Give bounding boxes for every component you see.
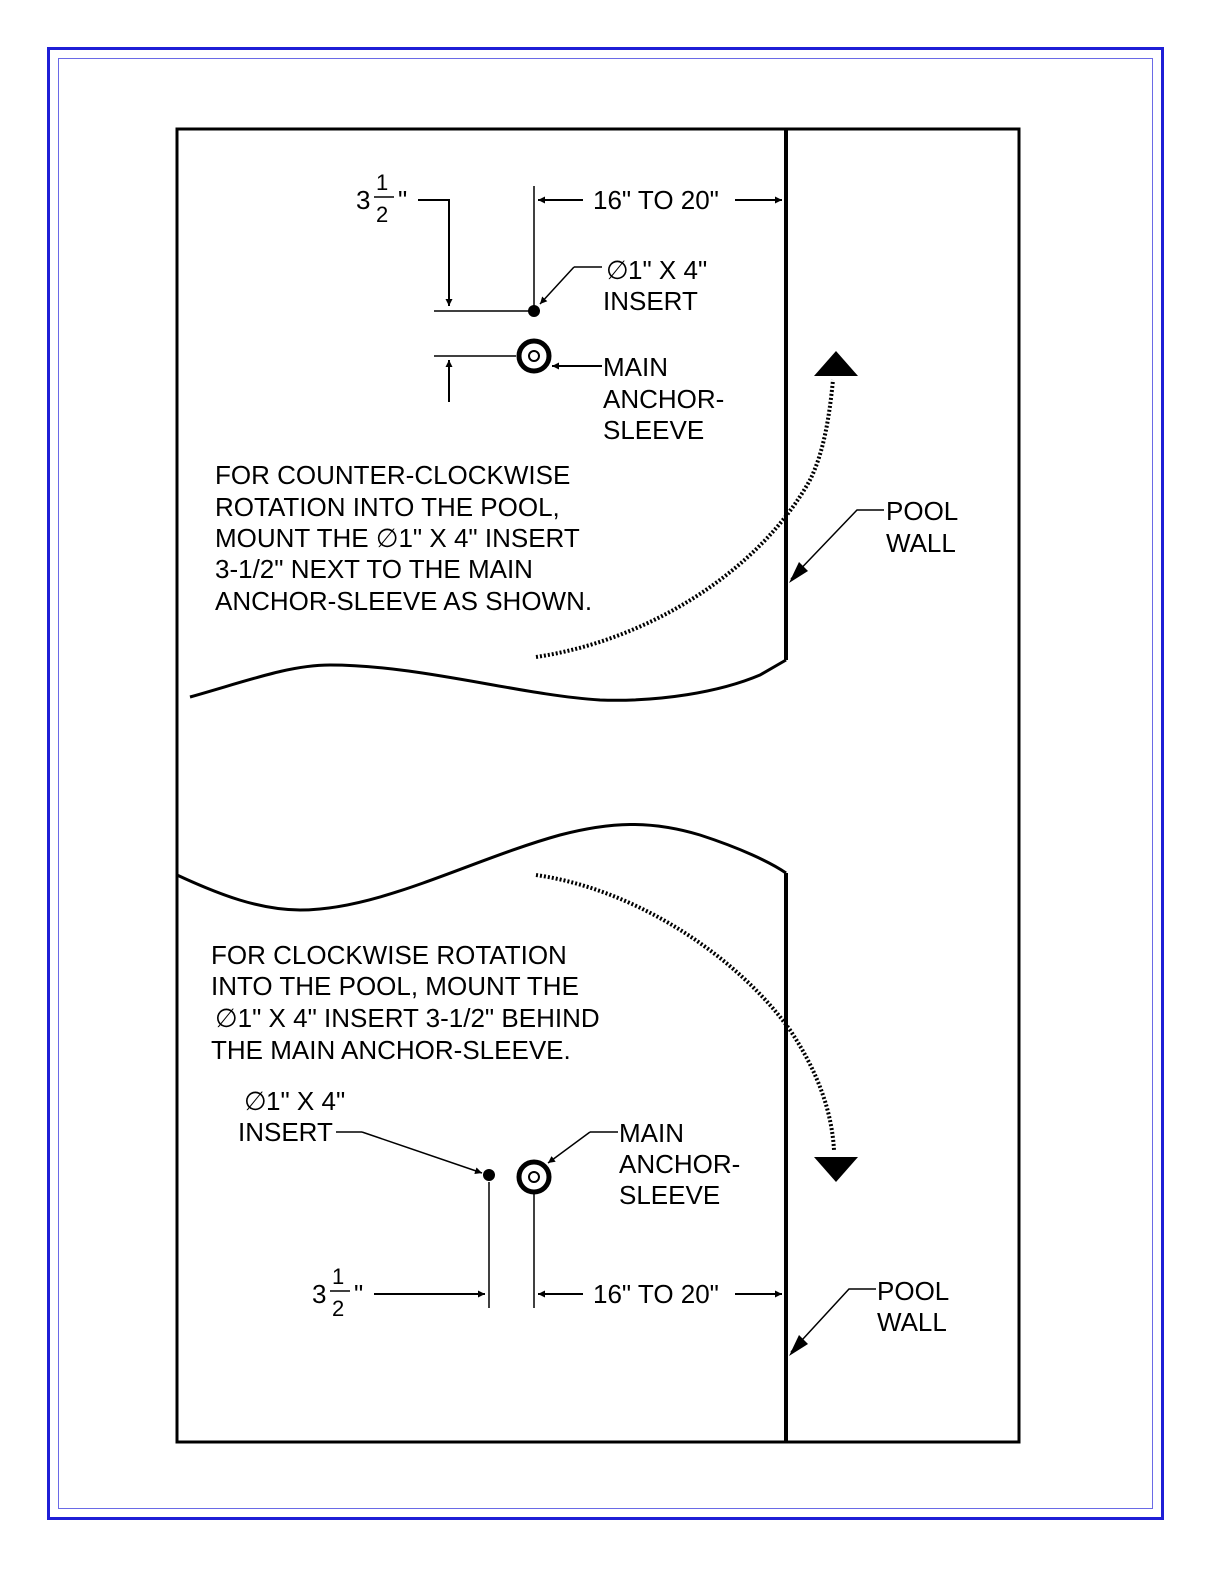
sleeve-line-2-top: ANCHOR- <box>603 384 724 414</box>
offset-den-top: 2 <box>376 202 388 227</box>
leader-sleeve-bottom-diag <box>547 1131 591 1164</box>
break-line-bottom <box>176 823 787 912</box>
offset-inch-bottom: " <box>354 1279 363 1309</box>
leader-pool-wall-top-head <box>789 562 808 583</box>
insert-symbol-top: ∅ <box>606 255 629 285</box>
page-border-inner <box>58 58 1153 1509</box>
pool-wall-label-bottom-line-1: POOL <box>877 1276 949 1306</box>
anchor-sleeve-top-outer <box>516 338 552 374</box>
offset-inch-top: " <box>398 185 407 215</box>
insert-size-bottom: 1" X 4" <box>266 1086 345 1116</box>
offset-whole-top: 3 <box>356 185 370 215</box>
pool-wall-label-top-line-2: WALL <box>886 528 956 558</box>
insert-symbol-bottom: ∅ <box>244 1086 267 1116</box>
insert-point-top <box>528 305 540 317</box>
leader-insert-bottom-diag <box>361 1131 483 1175</box>
note-top-line-5: ANCHOR-SLEEVE AS SHOWN. <box>215 586 592 616</box>
leader-pool-wall-top <box>790 509 884 580</box>
insert-point-bottom <box>483 1169 495 1181</box>
note-bottom-line-4: THE MAIN ANCHOR-SLEEVE. <box>211 1035 571 1065</box>
insert-word-top: INSERT <box>603 286 698 316</box>
insert-size-top: 1" X 4" <box>628 255 707 285</box>
page-border-outer <box>47 47 1164 1520</box>
note-bottom-line-2: INTO THE POOL, MOUNT THE <box>211 971 579 1001</box>
drawing-box <box>175 127 1021 1444</box>
distance-label-bottom: 16" TO 20" <box>593 1279 719 1309</box>
offset-num-bottom: 1 <box>332 1264 344 1289</box>
leader-insert-top-diag <box>539 266 575 305</box>
break-line-top <box>189 658 787 702</box>
rotation-arrow-top <box>535 379 835 659</box>
offset-num-top: 1 <box>376 170 388 195</box>
anchor-sleeve-top-inner <box>528 350 540 362</box>
note-top-line-1: FOR COUNTER-CLOCKWISE <box>215 460 570 490</box>
insert-word-bottom: INSERT <box>238 1117 333 1147</box>
rotation-arrowhead-top <box>814 351 858 376</box>
rotation-arrowhead-bottom <box>814 1157 858 1182</box>
pool-wall-label-top-line-1: POOL <box>886 496 958 526</box>
sleeve-line-2-bottom: ANCHOR- <box>619 1149 740 1179</box>
pool-wall-label-bottom-line-2: WALL <box>877 1307 947 1337</box>
distance-label-top: 16" TO 20" <box>593 185 719 215</box>
note-top-line-4: 3-1/2" NEXT TO THE MAIN <box>215 554 533 584</box>
sleeve-line-1-top: MAIN <box>603 352 668 382</box>
anchor-sleeve-bottom-outer <box>516 1159 552 1195</box>
note-top-line-2: ROTATION INTO THE POOL, <box>215 492 560 522</box>
anchor-sleeve-bottom-inner <box>528 1171 540 1183</box>
note-bottom-line-3: ∅1" X 4" INSERT 3-1/2" BEHIND <box>215 1003 600 1033</box>
offset-whole-bottom: 3 <box>312 1279 326 1309</box>
offset-den-bottom: 2 <box>332 1296 344 1321</box>
note-bottom-line-1: FOR CLOCKWISE ROTATION <box>211 940 567 970</box>
leader-offset-top <box>418 199 453 306</box>
note-top-line-3: MOUNT THE ∅1" X 4" INSERT <box>215 523 580 553</box>
leader-pool-wall-bottom-head <box>789 1335 808 1356</box>
sleeve-line-1-bottom: MAIN <box>619 1118 684 1148</box>
sleeve-line-3-top: SLEEVE <box>603 415 704 445</box>
leader-pool-wall-bottom <box>790 1288 876 1353</box>
sleeve-line-3-bottom: SLEEVE <box>619 1180 720 1210</box>
